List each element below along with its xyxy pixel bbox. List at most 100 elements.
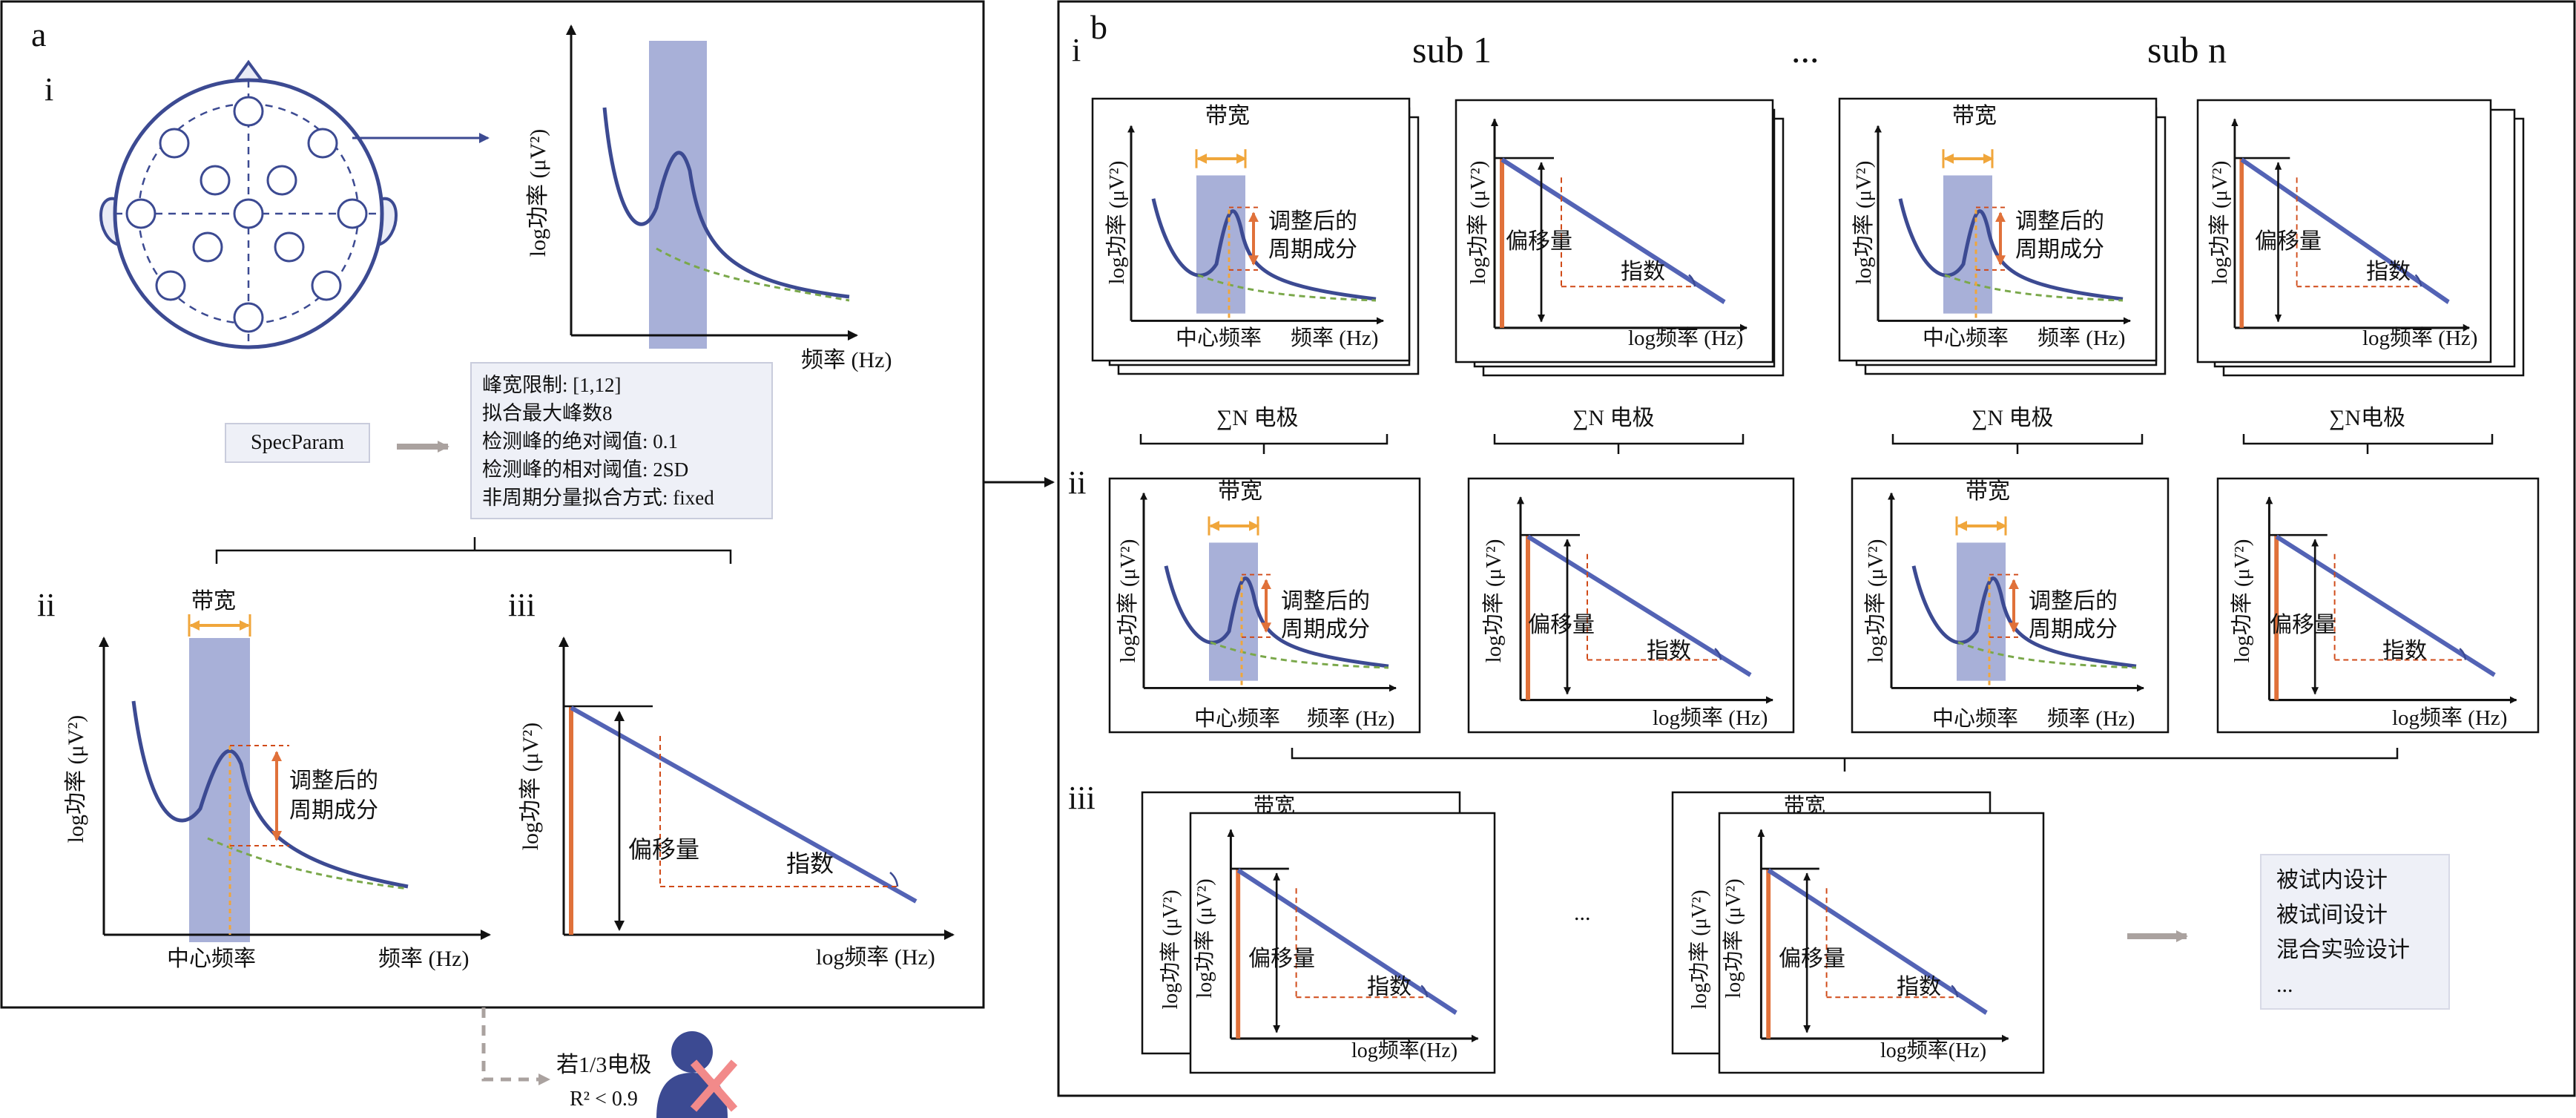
x-axis-label: log频率 (Hz) bbox=[2362, 326, 2477, 350]
y-axis-label: log功率 (μV²) bbox=[1863, 539, 1888, 663]
bandwidth-label: 带宽 bbox=[1218, 479, 1262, 504]
y-axis-label: log功率 (μV²) bbox=[1466, 161, 1490, 285]
y-axis-label: log功率 (μV²) bbox=[2207, 161, 2232, 285]
sum-electrodes-label: ∑N 电极 bbox=[1572, 406, 1655, 430]
y-axis-label: log功率 (μV²) bbox=[1193, 878, 1216, 998]
avg-aperiodic-card-n: 偏移量 指数 log频率 (Hz) log功率 (μV²) bbox=[2216, 477, 2540, 734]
y-axis-label: log功率 (μV²) bbox=[1851, 161, 1876, 285]
x-axis-label: 频率 (Hz) bbox=[1307, 706, 1394, 731]
sub1-periodic-stack: 带宽 调整后的 周期成分 中心频率 频率 (Hz) log功率 (μV²) bbox=[1091, 97, 1420, 375]
subn-label: sub n bbox=[2147, 29, 2227, 70]
x-axis-label: 频率 (Hz) bbox=[2047, 706, 2135, 731]
x-axis-label: log频率 (Hz) bbox=[1653, 706, 1768, 730]
panel-a-ii-label: ii bbox=[37, 587, 55, 623]
sum-electrodes-label: ∑N 电极 bbox=[1216, 406, 1299, 430]
person-reject-icon bbox=[656, 1031, 738, 1118]
adjusted-label: 调整后的 bbox=[1281, 589, 1370, 614]
bandwidth-label: 带宽 bbox=[1205, 104, 1250, 128]
x-axis-label: 频率 (Hz) bbox=[1291, 326, 1378, 350]
row-bracket bbox=[1291, 748, 2399, 760]
adjusted-label: 调整后的 bbox=[2029, 589, 2118, 614]
specparam-button: SpecParam bbox=[225, 423, 370, 463]
subn-aperiodic-stack: 偏移量 指数 log频率 (Hz) log功率 (μV²) bbox=[2196, 99, 2525, 377]
sum-brackets bbox=[1139, 434, 2494, 454]
x-axis-label: log频率(Hz) bbox=[1351, 1039, 1457, 1062]
periodic-component-chart: 带宽 调整后的 周期成分 中心频率 频率 (Hz) log功率 (μV²) bbox=[64, 589, 491, 971]
exponent-label: 指数 bbox=[2366, 260, 2411, 284]
rejection-line2: R² < 0.9 bbox=[570, 1088, 638, 1111]
x-axis-label: 频率 (Hz) bbox=[2038, 326, 2125, 350]
offset-label: 偏移量 bbox=[1506, 229, 1572, 254]
adjusted-label: 调整后的 bbox=[289, 769, 378, 793]
offset-label: 偏移量 bbox=[1528, 613, 1595, 637]
x-axis-label: log频率 (Hz) bbox=[816, 945, 935, 970]
panel-a-letter: a bbox=[31, 16, 46, 53]
y-axis-label: log功率 (μV²) bbox=[518, 723, 543, 851]
panel-b-ii-label: ii bbox=[1068, 464, 1086, 501]
sum-electrodes-label: ∑N电极 bbox=[2329, 406, 2405, 430]
panel-a-frame bbox=[0, 0, 985, 1009]
panel-b-frame bbox=[1057, 0, 2576, 1097]
panel-b: b i sub 1 ... sub n 带宽 调整后的 周期成分 中心频率 频率… bbox=[1057, 0, 2576, 1097]
y-axis-label: log功率 (μV²) bbox=[64, 715, 88, 844]
periodic-label: 周期成分 bbox=[1268, 237, 1357, 262]
bandwidth-label: 带宽 bbox=[191, 589, 236, 614]
center-freq-label: 中心频率 bbox=[1194, 706, 1280, 731]
avg-periodic-card-n: 带宽 调整后的 周期成分 中心频率 频率 (Hz) log功率 (μV²) bbox=[1851, 477, 2170, 734]
y-axis-label: log功率 (μV²) bbox=[1116, 539, 1140, 663]
group-aperiodic-stack-2: 带宽 偏移量 指数 log频率(Hz) log功率 (μV²) log功率 (μ… bbox=[1671, 791, 2045, 1074]
rejection-line1: 若1/3电极 bbox=[556, 1053, 651, 1077]
y-axis-label: log功率 (μV²) bbox=[1481, 539, 1506, 663]
x-axis-label: 频率 (Hz) bbox=[801, 348, 892, 372]
exponent-label: 指数 bbox=[1621, 260, 1665, 284]
exponent-label: 指数 bbox=[2382, 639, 2427, 663]
y-axis-label: log功率 (μV²) bbox=[1104, 161, 1129, 285]
bandwidth-label: 带宽 bbox=[1966, 479, 2010, 504]
y-axis-label: log功率 (μV²) bbox=[2230, 539, 2254, 663]
outcome-more: ... bbox=[2276, 973, 2293, 997]
subn-periodic-stack: 带宽 调整后的 周期成分 中心频率 频率 (Hz) log功率 (μV²) bbox=[1838, 97, 2167, 375]
sub1-aperiodic-stack: 偏移量 指数 log频率 (Hz) log功率 (μV²) bbox=[1455, 99, 1785, 377]
exponent-label: 指数 bbox=[1367, 975, 1411, 999]
offset-label: 偏移量 bbox=[2270, 613, 2336, 637]
raw-spectrum-chart: log功率 (μV²) 频率 (Hz) bbox=[526, 24, 892, 372]
panel-b-letter: b bbox=[1090, 8, 1107, 46]
x-axis-label: log频率 (Hz) bbox=[2392, 706, 2507, 730]
center-freq-label: 中心频率 bbox=[1932, 706, 2018, 731]
periodic-label: 周期成分 bbox=[289, 798, 378, 823]
param-peak-width: 峰宽限制: [1,12] bbox=[482, 374, 622, 396]
exponent-label: 指数 bbox=[1897, 975, 1941, 999]
sum-electrodes-label: ∑N 电极 bbox=[1971, 406, 2054, 430]
offset-label: 偏移量 bbox=[1248, 947, 1315, 971]
center-freq-label: 中心频率 bbox=[1923, 326, 2009, 350]
adjusted-label: 调整后的 bbox=[2015, 209, 2104, 234]
row3-ellipsis: ... bbox=[1574, 901, 1591, 925]
specparam-params-box: 峰宽限制: [1,12] 拟合最大峰数8 检测峰的绝对阈值: 0.1 检测峰的相… bbox=[470, 362, 773, 519]
param-rel-threshold: 检测峰的相对阈值: 2SD bbox=[482, 458, 689, 481]
y-axis-label: log功率 (μV²) bbox=[1722, 878, 1745, 998]
panel-a: a i bbox=[0, 0, 985, 1118]
exponent-label: 指数 bbox=[786, 850, 834, 877]
sub1-label: sub 1 bbox=[1412, 29, 1492, 70]
offset-label: 偏移量 bbox=[2255, 229, 2322, 254]
avg-periodic-card-1: 带宽 调整后的 周期成分 中心频率 频率 (Hz) log功率 (μV²) bbox=[1108, 477, 1421, 734]
exponent-label: 指数 bbox=[1647, 639, 1691, 663]
param-abs-threshold: 检测峰的绝对阈值: 0.1 bbox=[482, 430, 679, 453]
panel-a-i-label: i bbox=[45, 71, 53, 108]
offset-label: 偏移量 bbox=[628, 836, 699, 863]
periodic-label: 周期成分 bbox=[1281, 617, 1370, 642]
offset-label: 偏移量 bbox=[1779, 947, 1845, 971]
x-axis-label: log频率 (Hz) bbox=[1628, 326, 1743, 350]
aperiodic-component-chart: 偏移量 指数 log频率 (Hz) log功率 (μV²) bbox=[518, 637, 955, 970]
eeg-head-icon bbox=[99, 59, 398, 349]
periodic-label: 周期成分 bbox=[2029, 617, 2118, 642]
design-outcomes-box: 被试内设计 被试间设计 混合实验设计 ... bbox=[2260, 854, 2450, 1010]
panel-b-i-label: i bbox=[1072, 32, 1081, 68]
panel-b-iii-label: iii bbox=[1068, 780, 1096, 816]
avg-aperiodic-card-1: 偏移量 指数 log频率 (Hz) log功率 (μV²) bbox=[1467, 477, 1795, 734]
params-bracket bbox=[215, 549, 732, 564]
group-aperiodic-stack-1: 带宽 偏移量 指数 log频率(Hz) log功率 (μV²) log功率 (μ… bbox=[1141, 791, 1496, 1074]
panel-a-iii-label: iii bbox=[508, 587, 536, 623]
param-max-peaks: 拟合最大峰数8 bbox=[482, 402, 613, 424]
bandwidth-label: 带宽 bbox=[1952, 104, 1997, 128]
